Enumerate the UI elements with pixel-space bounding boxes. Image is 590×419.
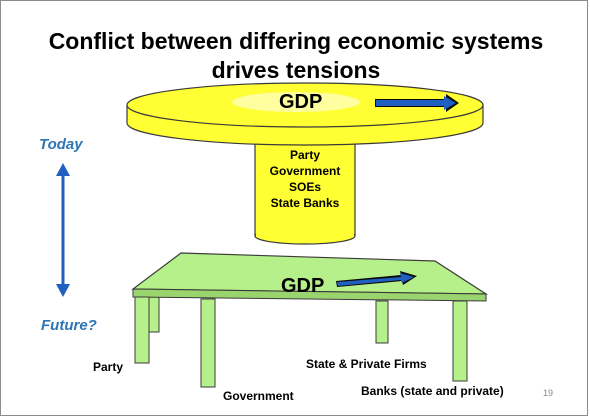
gdp-top-label: GDP [279, 91, 323, 113]
gdp-bottom-arrow [336, 271, 417, 287]
state-pillar [254, 135, 356, 245]
leg-label-firms: State & Private Firms [306, 357, 427, 371]
pillar-item: SOEs [288, 180, 321, 194]
leg-label-government: Government [223, 389, 294, 403]
today-label: Today [39, 136, 83, 153]
pillar-item: State Banks [270, 196, 340, 210]
future-label: Future? [41, 317, 97, 334]
gdp-bottom-label: GDP [281, 275, 325, 297]
future-table [131, 252, 489, 388]
gdp-top-arrow [375, 94, 459, 112]
slide-title: Conflict between differing economic syst… [48, 28, 544, 83]
page-number: 19 [543, 388, 554, 398]
today-disc [126, 82, 484, 146]
leg-label-banks: Banks (state and private) [361, 384, 504, 398]
pillar-item: Party [289, 148, 321, 162]
time-double-arrow [56, 163, 70, 297]
leg-label-party: Party [93, 360, 124, 374]
pillar-item: Government [269, 164, 341, 178]
pillar-labels: Party Government SOEs State Banks [260, 147, 350, 211]
